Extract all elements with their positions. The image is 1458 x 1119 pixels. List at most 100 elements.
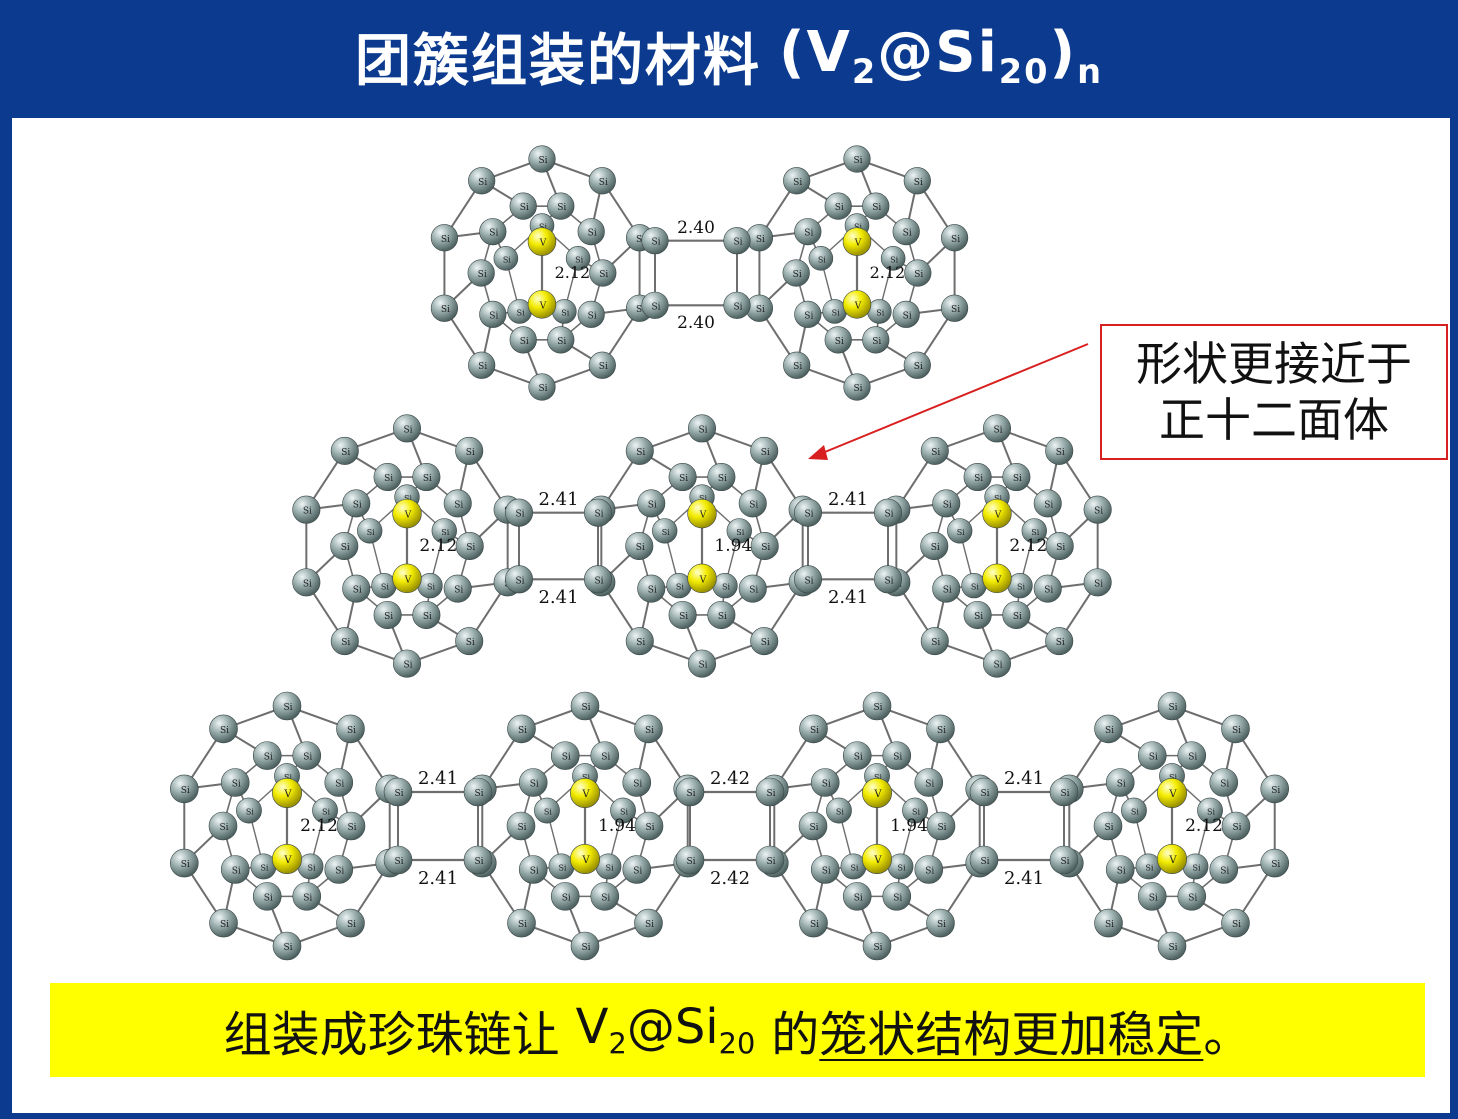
v-atom: V: [982, 563, 1012, 594]
si-atom: Si: [336, 908, 365, 938]
si-atom-sphere: [220, 768, 250, 797]
si-atom-sphere: [1209, 855, 1239, 884]
si-atom-label: Si: [884, 576, 893, 586]
si-atom-sphere: [292, 741, 322, 770]
si-atom-label: Si: [1149, 753, 1158, 763]
si-atom-label: Si: [636, 448, 645, 458]
si-atom-sphere: [1260, 848, 1290, 878]
si-atom-label: Si: [489, 229, 498, 239]
si-atom: Si: [892, 300, 920, 328]
si-atom-sphere: [873, 498, 903, 527]
si-atom-sphere: [873, 565, 903, 594]
si-atom-label: Si: [605, 863, 613, 872]
si-atom-label: Si: [756, 305, 765, 315]
shape-callout: 形状更接近于 正十二面体: [1100, 324, 1448, 460]
si-atom-label: Si: [562, 753, 571, 763]
si-atom-label: Si: [1044, 586, 1053, 596]
si-atom: Si: [625, 436, 654, 465]
si-atom: Si: [455, 531, 484, 561]
si-atom-sphere: [547, 326, 575, 354]
v-atom-sphere: [569, 843, 600, 874]
si-atom-sphere: [209, 908, 238, 938]
si-atom-sphere: [675, 845, 705, 875]
si-atom-label: Si: [518, 920, 527, 930]
si-atom-sphere: [357, 518, 383, 544]
si-atom: Si: [982, 414, 1012, 443]
si-atom-label: Si: [662, 528, 670, 537]
si-atom-sphere: [1083, 568, 1112, 597]
si-atom: Si: [842, 741, 872, 770]
si-atom-sphere: [637, 489, 666, 518]
si-atom-label: Si: [699, 494, 707, 503]
si-atom-label: Si: [474, 857, 483, 867]
si-atom: Si: [443, 489, 472, 518]
v-atom-label: V: [854, 239, 862, 249]
si-atom-label: Si: [718, 474, 727, 484]
v-v-distance-label: 2.12: [555, 263, 591, 282]
si-atom-sphere: [220, 855, 250, 884]
si-atom-label: Si: [633, 780, 642, 790]
si-atom: Si: [738, 574, 767, 603]
si-atom: Si: [940, 294, 969, 322]
si-atom-label: Si: [1094, 579, 1103, 589]
si-atom: Si: [330, 436, 359, 465]
si-atom-label: Si: [914, 362, 923, 372]
si-atom: Si: [463, 845, 493, 875]
si-atom-label: Si: [993, 661, 1002, 671]
si-atom-sphere: [518, 855, 548, 884]
si-atom: Si: [926, 908, 955, 938]
banner-underlined: 笼状结构更加稳定: [819, 1007, 1204, 1063]
si-atom-label: Si: [1149, 893, 1158, 903]
si-atom-label: Si: [1044, 500, 1053, 510]
si-atom-sphere: [862, 192, 890, 220]
si-atom-sphere: [824, 192, 852, 220]
si-atom-label: Si: [454, 586, 463, 596]
si-atom: Si: [392, 414, 422, 443]
si-atom: Si: [914, 768, 944, 797]
bond-length-label: 2.42: [710, 868, 750, 889]
si-atom-sphere: [1157, 931, 1187, 961]
si-atom: Si: [842, 882, 872, 911]
si-atom-label: Si: [601, 893, 610, 903]
si-atom-sphere: [1137, 882, 1167, 911]
bond-length-label: 2.40: [677, 313, 715, 333]
si-atom-sphere: [430, 224, 459, 252]
si-atom: Si: [1033, 489, 1062, 518]
si-atom: Si: [862, 691, 892, 721]
si-atom: Si: [463, 777, 493, 807]
si-atom-sphere: [755, 845, 785, 875]
si-atom-label: Si: [686, 857, 695, 867]
si-atom: Si: [782, 259, 810, 287]
si-atom-sphere: [940, 224, 969, 252]
si-atom-label: Si: [322, 808, 330, 817]
si-atom: Si: [750, 436, 779, 465]
si-atom: Si: [794, 300, 822, 328]
si-atom-label: Si: [993, 425, 1002, 435]
si-atom-sphere: [570, 931, 600, 961]
si-atom-label: Si: [575, 255, 583, 264]
si-atom-label: Si: [718, 612, 727, 622]
si-atom-sphere: [668, 600, 697, 629]
si-atom: Si: [687, 414, 717, 443]
si-atom-label: Si: [581, 943, 590, 953]
si-atom-label: Si: [588, 311, 597, 321]
si-atom-label: Si: [854, 223, 862, 232]
si-atom-sphere: [1049, 845, 1079, 875]
si-atom-label: Si: [804, 576, 813, 586]
si-atom-label: Si: [1013, 474, 1022, 484]
si-atom-sphere: [324, 768, 354, 797]
v-atom: V: [527, 227, 557, 256]
si-atom: Si: [783, 167, 811, 195]
v-atom-label: V: [699, 575, 707, 585]
v-atom: V: [569, 843, 600, 874]
si-atom-sphere: [1033, 574, 1062, 603]
si-atom-label: Si: [836, 808, 844, 817]
si-atom-label: Si: [971, 583, 979, 592]
si-atom: Si: [904, 259, 932, 287]
v-atom: V: [271, 777, 302, 808]
si-atom-sphere: [590, 882, 620, 911]
si-atom-label: Si: [897, 863, 905, 872]
si-atom-label: Si: [466, 638, 475, 648]
si-atom: Si: [1007, 572, 1033, 599]
si-atom-label: Si: [733, 238, 742, 248]
